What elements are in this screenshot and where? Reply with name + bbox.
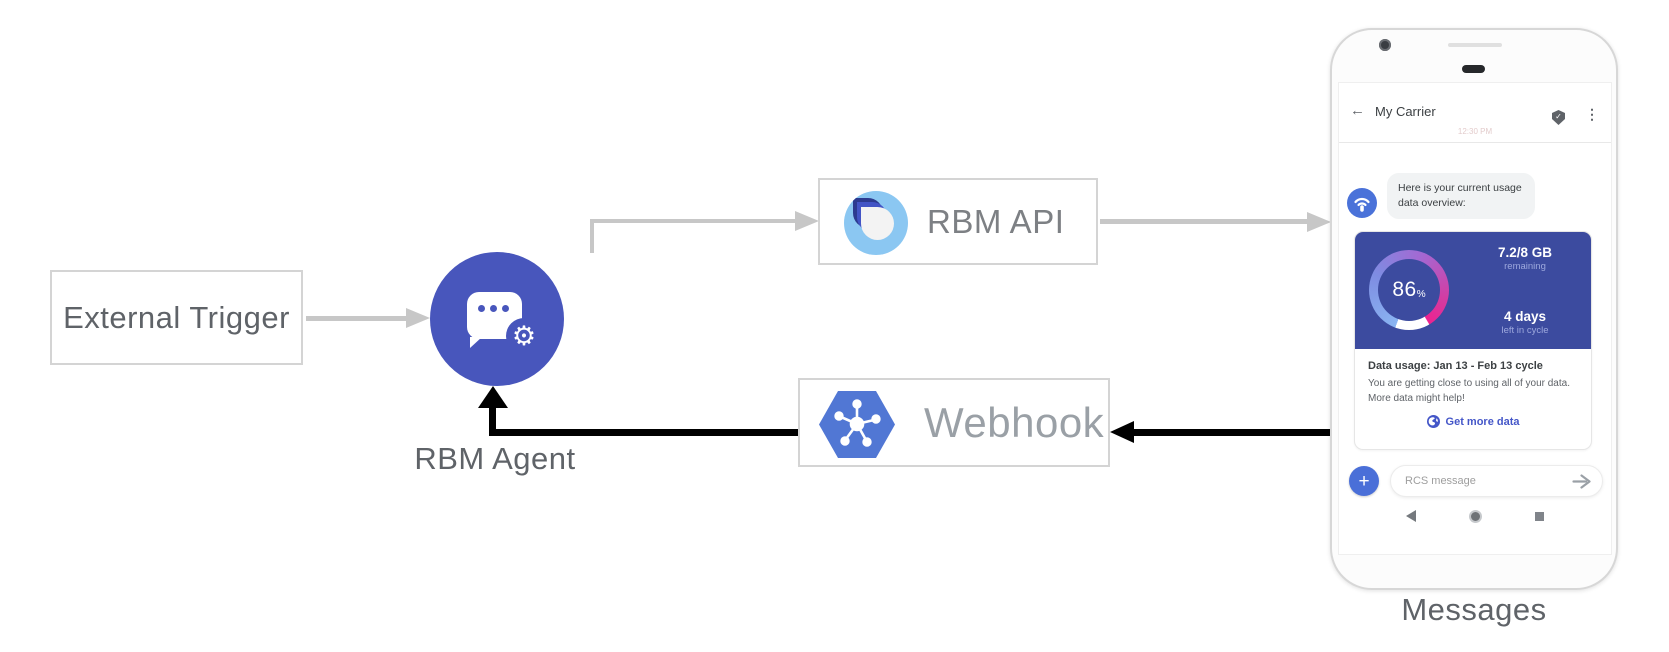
phone-mockup: ▪ ● ▾ ← My Carrier ✓ ⋮ 12:30 PM bbox=[1330, 28, 1618, 590]
attach-plus-button[interactable]: + bbox=[1349, 466, 1379, 496]
arrow-agent-to-api-riser bbox=[590, 221, 594, 253]
conversation-title: My Carrier bbox=[1375, 104, 1436, 119]
arrow-webhook-to-agent-riser bbox=[489, 406, 496, 436]
usage-percent: 86 bbox=[1392, 278, 1417, 301]
usage-card-heading: Data usage: Jan 13 - Feb 13 cycle bbox=[1368, 360, 1543, 372]
nav-back-button[interactable] bbox=[1406, 510, 1416, 522]
chat-bubble-icon bbox=[467, 292, 522, 348]
message-composer bbox=[1390, 465, 1603, 497]
arrow-phone-to-webhook-shaft bbox=[1132, 428, 1331, 436]
external-trigger-label: External Trigger bbox=[63, 299, 290, 335]
data-usage-card: 86 % 7.2/8 GB remaining 4 days left in c… bbox=[1354, 231, 1592, 450]
conversation-header: ← My Carrier ✓ ⋮ 12:30 PM bbox=[1339, 83, 1611, 143]
message-timestamp: 12:30 PM bbox=[1457, 127, 1493, 136]
data-remaining-value: 7.2/8 GB bbox=[1497, 245, 1553, 260]
arrow-agent-to-api-head bbox=[795, 211, 819, 231]
get-more-data-label: Get more data bbox=[1445, 415, 1520, 428]
usage-percent-sign: % bbox=[1416, 288, 1426, 300]
verified-shield-icon: ✓ bbox=[1552, 110, 1565, 125]
rbm-agent-node: ⚙ bbox=[430, 252, 564, 386]
rbm-agent-label: RBM Agent bbox=[414, 441, 576, 476]
messages-caption: Messages bbox=[1401, 592, 1547, 627]
arrow-external-to-agent-shaft bbox=[306, 315, 407, 321]
arrow-external-to-agent-head bbox=[406, 308, 430, 328]
chat-dots-icon bbox=[478, 305, 509, 312]
agent-message-bubble: Here is your current usage data overview… bbox=[1387, 173, 1535, 220]
phone-earpiece bbox=[1462, 65, 1485, 73]
usage-card-body: You are getting close to using all of yo… bbox=[1368, 378, 1570, 404]
send-icon[interactable] bbox=[1572, 474, 1592, 489]
globe-icon bbox=[1426, 415, 1440, 428]
agent-avatar bbox=[1347, 188, 1377, 218]
nav-recents-button[interactable] bbox=[1535, 512, 1544, 521]
usage-gauge: 86 % bbox=[1369, 250, 1449, 330]
nav-home-button[interactable] bbox=[1469, 510, 1482, 523]
phone-camera bbox=[1379, 39, 1391, 51]
webhook-label: Webhook bbox=[924, 398, 1105, 446]
rcs-message-input[interactable] bbox=[1405, 466, 1565, 496]
arrow-webhook-to-agent-shaft bbox=[489, 428, 798, 436]
rbm-api-node: RBM API bbox=[818, 178, 1098, 265]
usage-card-gauge-panel: 86 % 7.2/8 GB remaining 4 days left in c… bbox=[1355, 232, 1591, 349]
external-trigger-node: External Trigger bbox=[50, 270, 303, 365]
rbm-api-label: RBM API bbox=[927, 202, 1065, 240]
gear-icon: ⚙ bbox=[506, 318, 542, 354]
get-more-data-button[interactable]: Get more data bbox=[1368, 415, 1578, 428]
arrow-phone-to-webhook-head bbox=[1110, 421, 1134, 443]
arrow-agent-to-api-shaft bbox=[590, 219, 796, 223]
phone-screen: ▪ ● ▾ ← My Carrier ✓ ⋮ 12:30 PM bbox=[1338, 82, 1612, 555]
overflow-menu-icon[interactable]: ⋮ bbox=[1585, 106, 1599, 122]
rbm-logo-icon bbox=[844, 191, 908, 255]
days-left-label: left in cycle bbox=[1501, 325, 1549, 336]
arrow-api-to-phone-head bbox=[1307, 211, 1331, 232]
days-left-value: 4 days bbox=[1503, 309, 1547, 324]
arrow-webhook-to-agent-head bbox=[478, 386, 508, 408]
webhook-node: Webhook bbox=[798, 378, 1110, 467]
phone-speaker-slit bbox=[1448, 43, 1502, 47]
arrow-api-to-phone-shaft bbox=[1100, 219, 1309, 224]
cloud-hexagon-icon bbox=[819, 391, 895, 458]
chat-bubble-tail bbox=[470, 337, 482, 348]
back-icon[interactable]: ← bbox=[1350, 102, 1365, 119]
data-remaining-label: remaining bbox=[1504, 261, 1546, 272]
